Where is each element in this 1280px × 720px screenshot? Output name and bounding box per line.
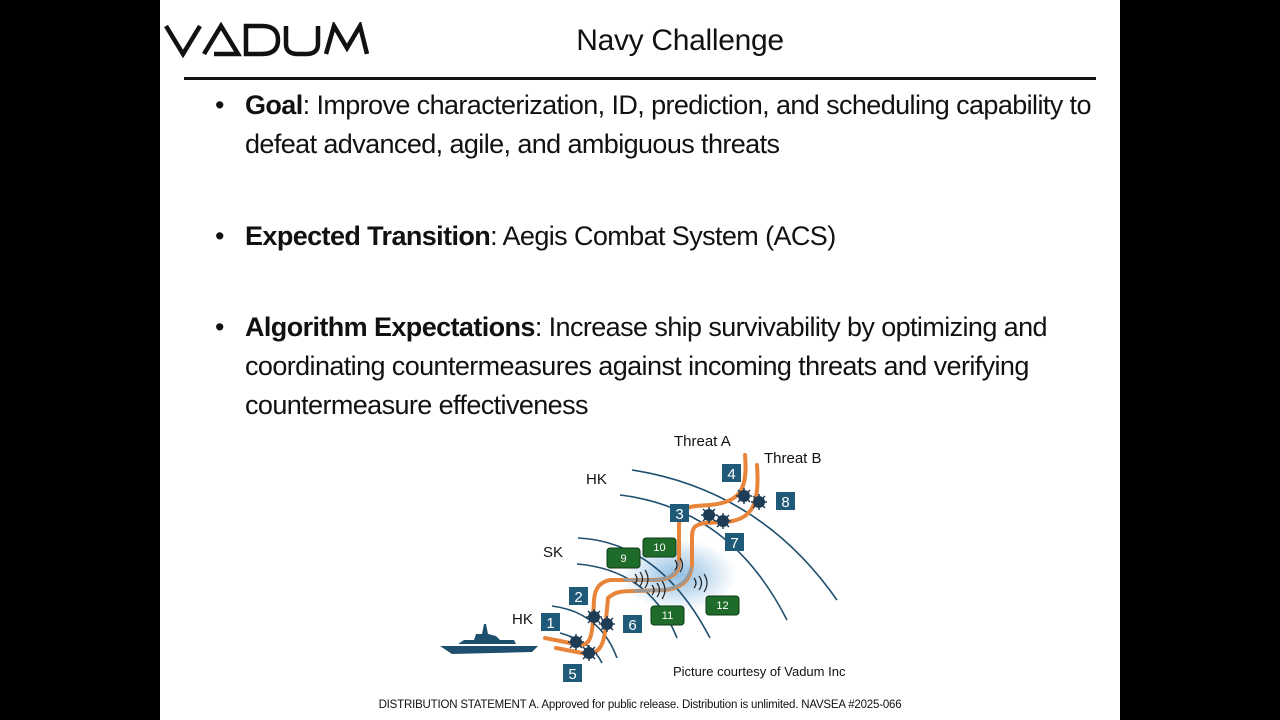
box-label: 10	[653, 542, 665, 554]
jamming-waves	[634, 557, 708, 600]
box-label: 2	[574, 589, 582, 606]
bullet-icon: •	[215, 312, 224, 342]
bullet-text: Improve characterization, ID, prediction…	[245, 90, 1091, 159]
bullet-text: Increase ship survivability by optimizin…	[245, 312, 1048, 420]
box-label: 7	[730, 535, 738, 552]
vadum-logo	[164, 22, 369, 58]
bullet-term: Expected Transition	[245, 221, 491, 251]
bullet-text: Aegis Combat System (ACS)	[502, 221, 837, 251]
green-number-boxes	[606, 537, 740, 626]
burst-spikes	[568, 488, 767, 661]
bullet-expected-transition: • Expected Transition: Aegis Combat Syst…	[215, 217, 836, 256]
ship-icon	[440, 624, 538, 654]
box-label: 8	[781, 494, 789, 511]
box-label: 9	[620, 553, 626, 565]
bullet-icon: •	[215, 90, 224, 120]
countermeasure-diagram: 1 2 3 4 5 6 7 8 9 10 11 12 Threat A Thre…	[440, 433, 838, 683]
bullet-term: Goal	[245, 90, 303, 120]
box-label: 11	[662, 610, 673, 622]
box-label: 1	[546, 615, 554, 632]
label-hk-inner: HK	[512, 611, 533, 628]
box-label: 4	[727, 466, 735, 483]
distribution-statement: DISTRIBUTION STATEMENT A. Approved for p…	[378, 699, 902, 711]
bullet-goal: • Goal: Improve characterization, ID, pr…	[215, 86, 1095, 164]
blue-number-boxes	[541, 464, 795, 682]
label-threat-b: Threat B	[764, 450, 822, 467]
box-label: 12	[716, 600, 728, 612]
box-label: 6	[628, 617, 636, 634]
box-label: 3	[675, 506, 683, 523]
label-threat-a: Threat A	[674, 433, 731, 450]
box-label: 5	[568, 666, 576, 683]
bullet-algorithm-expectations: • Algorithm Expectations: Increase ship …	[215, 308, 1095, 425]
slide: Navy Challenge • Goal: Improve character…	[160, 0, 1120, 720]
image-credit: Picture courtesy of Vadum Inc	[673, 664, 846, 679]
bullet-term: Algorithm Expectations	[245, 312, 535, 342]
title-divider	[184, 77, 1096, 80]
label-sk: SK	[543, 544, 563, 561]
bullet-icon: •	[215, 221, 224, 251]
slide-title: Navy Challenge	[576, 24, 784, 57]
label-hk-outer: HK	[586, 471, 607, 488]
